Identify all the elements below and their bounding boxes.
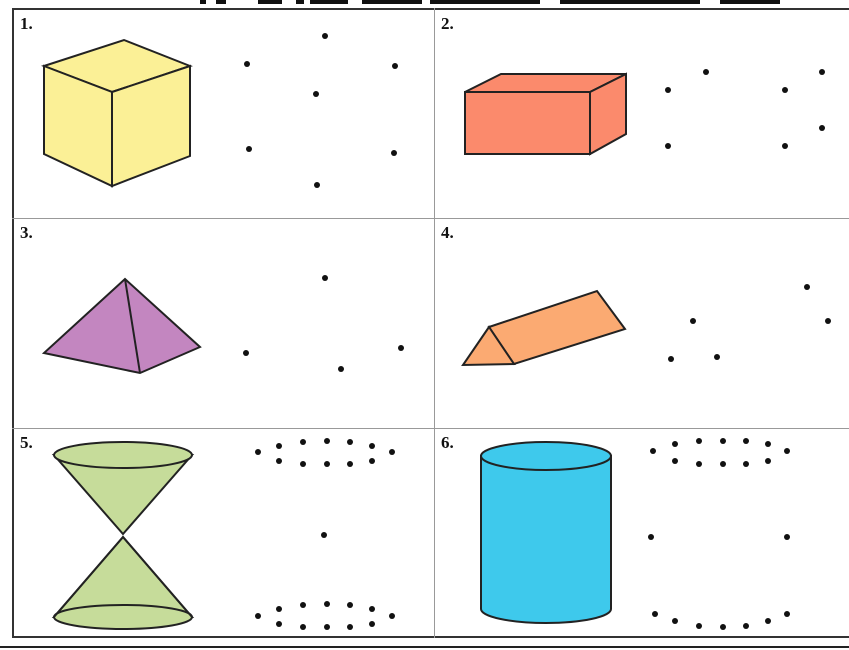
cell-number: 3. [20, 223, 33, 242]
rectangular-prism-shape [464, 72, 627, 156]
cell-number: 4. [441, 223, 454, 242]
rectangular-prism-vertex-dots [665, 69, 825, 149]
worksheet-grid [12, 8, 849, 638]
cell-4: 4. [435, 219, 849, 428]
clipped-text-marks [200, 0, 780, 4]
cell-1: 1. [14, 10, 434, 218]
cell-6: 6. [435, 429, 849, 636]
cube-vertex-dots [244, 33, 398, 188]
grid-divider-horizontal-1 [12, 218, 849, 219]
cell-2: 2. [435, 10, 849, 218]
bottom-rule [0, 646, 849, 648]
cell-number: 1. [20, 14, 33, 33]
cylinder-shape [480, 441, 612, 624]
cell-3: 3. [14, 219, 434, 428]
triangular-prism-vertex-dots [668, 284, 831, 362]
square-pyramid-vertex-dots [243, 275, 404, 372]
grid-divider-vertical [434, 8, 435, 638]
clipped-top-text [0, 0, 849, 8]
cell-number: 6. [441, 433, 454, 452]
double-cone-shape [51, 441, 195, 630]
grid-divider-horizontal-2 [12, 428, 849, 429]
cell-5: 5. [14, 429, 434, 636]
square-pyramid-shape [41, 277, 202, 375]
triangular-prism-shape [461, 289, 627, 367]
cube-shape [40, 38, 193, 188]
cylinder-vertex-dots [648, 438, 790, 630]
cell-number: 2. [441, 14, 454, 33]
double-cone-vertex-dots [255, 438, 395, 630]
cell-number: 5. [20, 433, 33, 452]
